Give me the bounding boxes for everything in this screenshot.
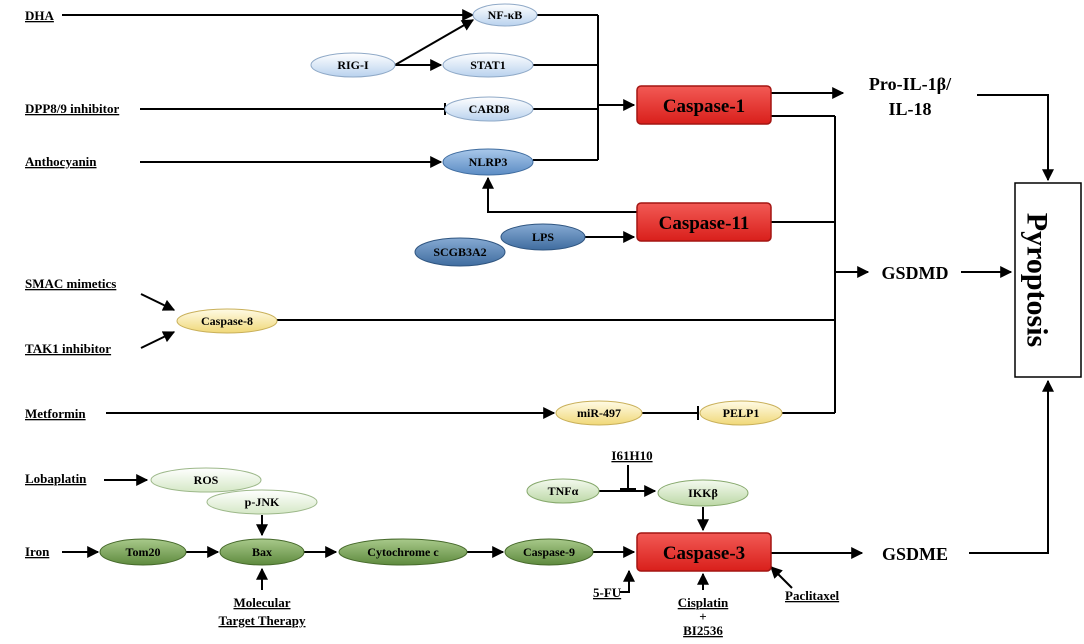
- edge-gsdme-pyroptosis: [969, 379, 1054, 554]
- pyroptosis-box: Pyroptosis: [1014, 182, 1082, 378]
- node-mir497: miR-497: [555, 400, 643, 426]
- svg-text:Caspase-11: Caspase-11: [659, 213, 750, 234]
- outputs: Pro-IL-1β/ IL-18 GSDMD GSDME Pyroptosis: [869, 74, 1082, 564]
- svg-text:CARD8: CARD8: [469, 102, 510, 116]
- output-pro-il1b: Pro-IL-1β/: [869, 74, 952, 94]
- node-tnfa: TNFα: [526, 478, 600, 504]
- node-stat1: STAT1: [442, 52, 534, 78]
- label-tak1-inhibitor: TAK1 inhibitor: [25, 341, 111, 356]
- svg-text:ROS: ROS: [194, 473, 219, 487]
- svg-text:Cytochrome c: Cytochrome c: [367, 545, 439, 559]
- svg-text:miR-497: miR-497: [577, 406, 621, 420]
- caspase-boxes: Caspase-1 Caspase-11 Caspase-3: [636, 85, 772, 572]
- box-caspase3: Caspase-3: [636, 532, 772, 572]
- label-plus: +: [699, 609, 706, 624]
- svg-text:Caspase-9: Caspase-9: [523, 545, 575, 559]
- label-lobaplatin: Lobaplatin: [25, 471, 87, 486]
- svg-text:PELP1: PELP1: [723, 406, 760, 420]
- node-bax: Bax: [219, 538, 305, 566]
- label-iron: Iron: [25, 544, 50, 559]
- node-ikkb: IKKβ: [657, 479, 749, 507]
- node-rigi: RIG-I: [310, 52, 396, 78]
- svg-text:LPS: LPS: [532, 230, 554, 244]
- input-labels: DHA DPP8/9 inhibitor Anthocyanin SMAC mi…: [25, 8, 840, 638]
- oval-nodes: NF-κB RIG-I STAT1 CARD8 NLRP3 SCGB3A2 LP…: [99, 3, 783, 566]
- svg-text:Caspase-1: Caspase-1: [663, 96, 745, 117]
- node-nfkb: NF-κB: [472, 3, 538, 27]
- svg-text:Tom20: Tom20: [126, 545, 161, 559]
- svg-text:IKKβ: IKKβ: [688, 486, 718, 500]
- node-caspase8: Caspase-8: [176, 308, 278, 334]
- svg-text:SCGB3A2: SCGB3A2: [433, 245, 486, 259]
- node-ros: ROS: [150, 467, 262, 493]
- node-pelp1: PELP1: [699, 400, 783, 426]
- edge-caspase11-nlrp3: [482, 176, 637, 213]
- node-caspase9: Caspase-9: [504, 538, 594, 566]
- label-paclitaxel: Paclitaxel: [785, 588, 840, 603]
- node-scgb3a2: SCGB3A2: [414, 237, 506, 267]
- svg-text:RIG-I: RIG-I: [337, 58, 369, 72]
- label-smac-mimetics: SMAC mimetics: [25, 276, 116, 291]
- label-anthocyanin: Anthocyanin: [25, 154, 97, 169]
- label-dha: DHA: [25, 8, 55, 23]
- node-card8: CARD8: [444, 96, 534, 122]
- output-gsdmd: GSDMD: [882, 263, 949, 283]
- edge-rigi-nfkb: [394, 19, 475, 66]
- node-pjnk: p-JNK: [206, 489, 318, 515]
- edge-proil-pyroptosis: [977, 94, 1054, 182]
- svg-text:NF-κB: NF-κB: [488, 8, 523, 22]
- svg-text:Caspase-3: Caspase-3: [663, 543, 745, 564]
- svg-text:Caspase-8: Caspase-8: [201, 314, 253, 328]
- output-gsdme: GSDME: [882, 544, 948, 564]
- node-nlrp3: NLRP3: [442, 148, 534, 176]
- edge-tak1-caspase8: [140, 331, 176, 349]
- svg-text:Bax: Bax: [252, 545, 272, 559]
- svg-text:NLRP3: NLRP3: [469, 155, 508, 169]
- label-i61h10: I61H10: [611, 448, 652, 463]
- label-metformin: Metformin: [25, 406, 86, 421]
- box-caspase11: Caspase-11: [636, 202, 772, 242]
- node-lps: LPS: [500, 223, 586, 251]
- label-cisplatin: Cisplatin: [678, 595, 729, 610]
- box-caspase1: Caspase-1: [636, 85, 772, 125]
- svg-text:TNFα: TNFα: [548, 484, 579, 498]
- output-il18: IL-18: [888, 99, 931, 119]
- node-tom20: Tom20: [99, 538, 187, 566]
- label-dpp89-inhibitor: DPP8/9 inhibitor: [25, 101, 119, 116]
- label-target-therapy: Target Therapy: [218, 613, 306, 628]
- label-molecular: Molecular: [233, 595, 290, 610]
- node-cytochrome-c: Cytochrome c: [338, 538, 468, 566]
- connectors: [62, 9, 1054, 593]
- label-bi2536: BI2536: [683, 623, 723, 638]
- svg-text:STAT1: STAT1: [470, 58, 506, 72]
- edge-paclitaxel-caspase3: [770, 566, 793, 589]
- edge-smac-caspase8: [140, 293, 176, 311]
- edge-5fu-caspase3: [620, 569, 635, 593]
- output-pyroptosis: Pyroptosis: [1021, 213, 1054, 347]
- label-5fu: 5-FU: [593, 585, 622, 600]
- svg-text:p-JNK: p-JNK: [245, 495, 280, 509]
